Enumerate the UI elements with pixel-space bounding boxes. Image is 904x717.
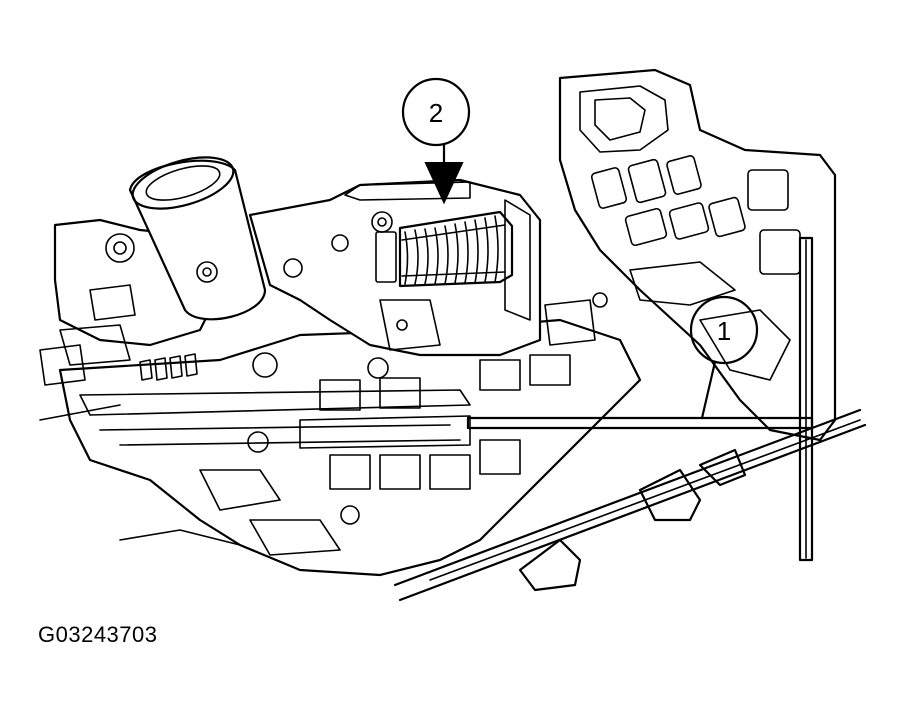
valve-body-casting bbox=[558, 68, 837, 442]
spring bbox=[375, 210, 514, 288]
callout-1-label: 1 bbox=[717, 316, 731, 346]
callout-2: 2 bbox=[401, 77, 471, 205]
alignment-tool bbox=[466, 236, 814, 562]
callout-2-label: 2 bbox=[429, 98, 443, 128]
cylinder-sleeve bbox=[128, 156, 267, 321]
callout-1: 1 bbox=[689, 295, 759, 420]
lower-rails bbox=[393, 408, 867, 602]
figure-id: G03243703 bbox=[38, 622, 158, 647]
